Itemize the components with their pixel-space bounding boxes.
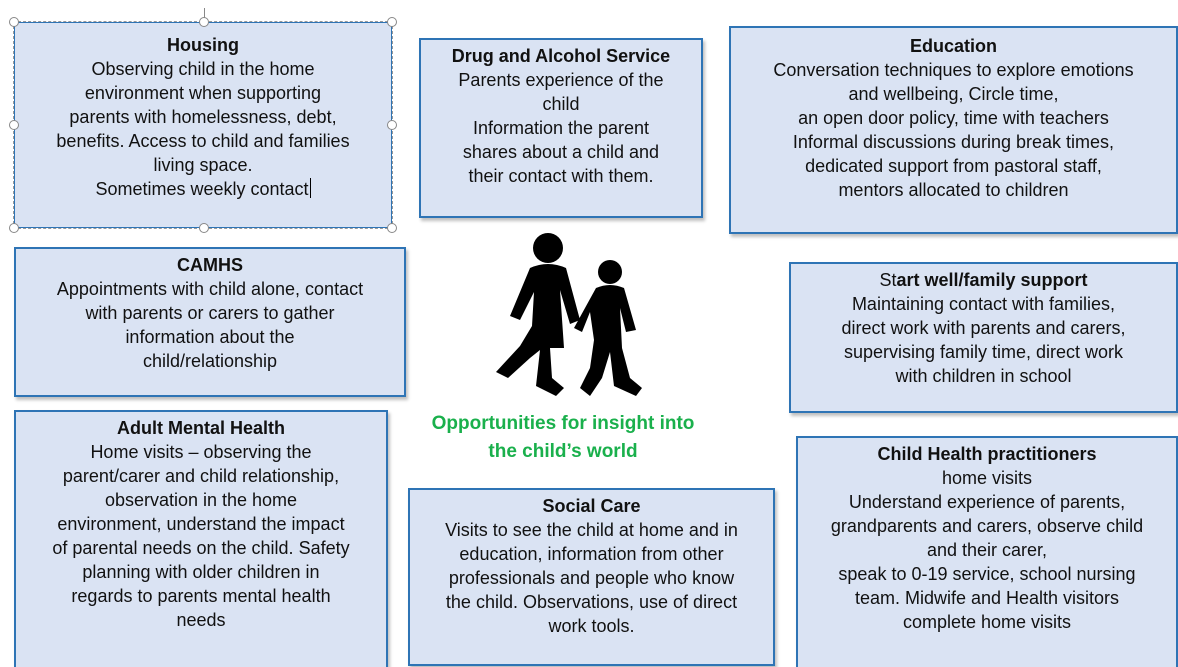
social-care-body: Visits to see the child at home and in e… bbox=[445, 520, 738, 636]
social-care-box[interactable]: Social Care Visits to see the child at h… bbox=[408, 488, 775, 666]
start-well-title: Start well/family support bbox=[879, 270, 1088, 290]
camhs-box[interactable]: CAMHS Appointments with child alone, con… bbox=[14, 247, 406, 397]
resize-handle-bottom-left[interactable] bbox=[9, 223, 19, 233]
education-body: Conversation techniques to explore emoti… bbox=[773, 60, 1134, 200]
children-walking-icon bbox=[496, 233, 642, 396]
resize-handle-middle-right[interactable] bbox=[387, 120, 397, 130]
child-health-body: home visits Understand experience of par… bbox=[830, 468, 1144, 632]
resize-handle-middle-left[interactable] bbox=[9, 120, 19, 130]
rotation-handle-line bbox=[204, 8, 205, 22]
social-care-title: Social Care bbox=[542, 496, 641, 516]
drug-alcohol-body: Parents experience of the child Informat… bbox=[458, 70, 664, 186]
resize-handle-bottom-right[interactable] bbox=[387, 223, 397, 233]
center-caption: Opportunities for insight into the child… bbox=[431, 413, 695, 462]
start-well-body: Maintaining contact with families, direc… bbox=[841, 294, 1126, 386]
camhs-body: Appointments with child alone, contact w… bbox=[56, 279, 364, 371]
adult-mental-health-box[interactable]: Adult Mental Health Home visits – observ… bbox=[14, 410, 388, 667]
text-cursor bbox=[309, 178, 311, 198]
housing-title: Housing bbox=[167, 35, 239, 55]
resize-handle-top-left[interactable] bbox=[9, 17, 19, 27]
resize-handle-bottom-center[interactable] bbox=[199, 223, 209, 233]
drug-alcohol-title: Drug and Alcohol Service bbox=[451, 46, 671, 66]
adult-mental-health-title: Adult Mental Health bbox=[116, 418, 285, 438]
camhs-title: CAMHS bbox=[177, 255, 243, 275]
resize-handle-top-center[interactable] bbox=[199, 17, 209, 27]
child-health-box[interactable]: Child Health practitioners home visits U… bbox=[796, 436, 1178, 667]
housing-body: Observing child in the home environment … bbox=[56, 59, 350, 199]
adult-mental-health-body: Home visits – observing the parent/carer… bbox=[52, 442, 350, 630]
child-health-title: Child Health practitioners bbox=[877, 444, 1097, 464]
housing-box[interactable]: Housing Observing child in the home envi… bbox=[13, 21, 393, 229]
resize-handle-top-right[interactable] bbox=[387, 17, 397, 27]
education-box[interactable]: Education Conversation techniques to exp… bbox=[729, 26, 1178, 234]
education-title: Education bbox=[909, 36, 997, 56]
drug-alcohol-box[interactable]: Drug and Alcohol Service Parents experie… bbox=[419, 38, 703, 218]
start-well-box[interactable]: Start well/family support Maintaining co… bbox=[789, 262, 1178, 413]
